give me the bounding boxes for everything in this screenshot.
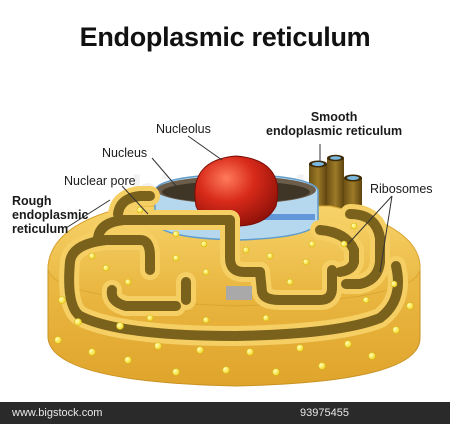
page-title: Endoplasmic reticulum xyxy=(79,22,371,52)
stock-footer: www.bigstock.com 93975455 xyxy=(0,402,450,424)
label-smooth-er-line1: Smooth xyxy=(310,110,358,124)
footer-id: 93975455 xyxy=(300,407,349,419)
label-ribosomes: Ribosomes xyxy=(370,182,433,196)
label-nucleolus: Nucleolus xyxy=(156,122,211,136)
ribosomes xyxy=(54,206,414,376)
label-rough-er-line3: reticulum xyxy=(12,222,69,236)
label-rough-er-line1: Rough xyxy=(12,194,52,208)
label-rough-er: Rough endoplasmic reticulum xyxy=(12,194,88,236)
label-rough-er-line2: endoplasmic xyxy=(12,208,89,222)
label-nuclear-pore: Nuclear pore xyxy=(64,174,136,188)
leader-lines xyxy=(65,135,393,273)
label-smooth-er-line2: endoplasmic reticulum xyxy=(266,124,403,138)
label-smooth-er: Smooth endoplasmic reticulum xyxy=(266,110,402,138)
rough-er-cisternae xyxy=(59,186,408,347)
footer-site: www.bigstock.com xyxy=(12,407,103,419)
label-nucleus: Nucleus xyxy=(102,146,148,160)
